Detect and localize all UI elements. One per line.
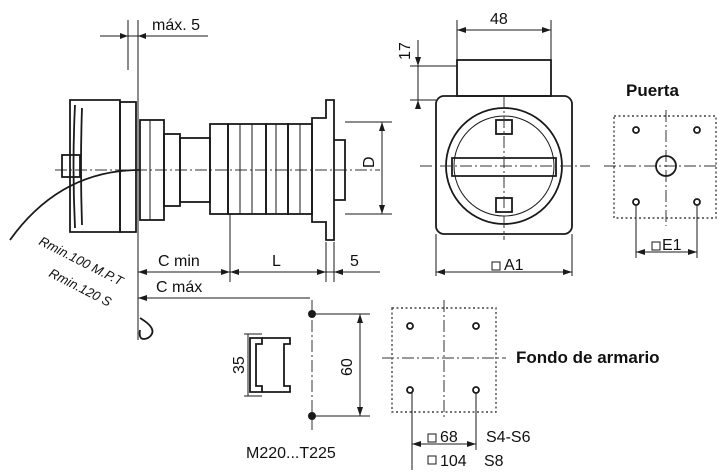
puerta-title: Puerta [626, 81, 679, 100]
s4s6-label: S4-S6 [486, 429, 531, 446]
a1-label: A1 [504, 257, 524, 274]
back-drilling [382, 300, 506, 470]
dim-l-label: L [272, 253, 281, 270]
side-view [9, 20, 392, 340]
model-label: M220...T225 [246, 445, 336, 462]
dim-5-label: 5 [350, 253, 359, 270]
e1-label: E1 [662, 237, 682, 254]
dim-104-label: 104 [440, 453, 467, 470]
cmin-label: C min [158, 253, 200, 270]
dim-48-label: 48 [490, 11, 508, 28]
front-view [410, 20, 590, 276]
dim-68-label: 68 [440, 429, 458, 446]
dim-60-label: 60 [339, 358, 356, 376]
fondo-title: Fondo de armario [516, 348, 660, 367]
door-drilling [604, 110, 719, 258]
dim-17-label: 17 [397, 42, 414, 60]
s8-label: S8 [484, 453, 504, 470]
max5-label: máx. 5 [152, 17, 200, 34]
dim-d-label: D [361, 156, 378, 168]
din-rail [244, 300, 370, 430]
dim-35-label: 35 [231, 356, 248, 374]
cmax-label: C máx [156, 279, 202, 296]
